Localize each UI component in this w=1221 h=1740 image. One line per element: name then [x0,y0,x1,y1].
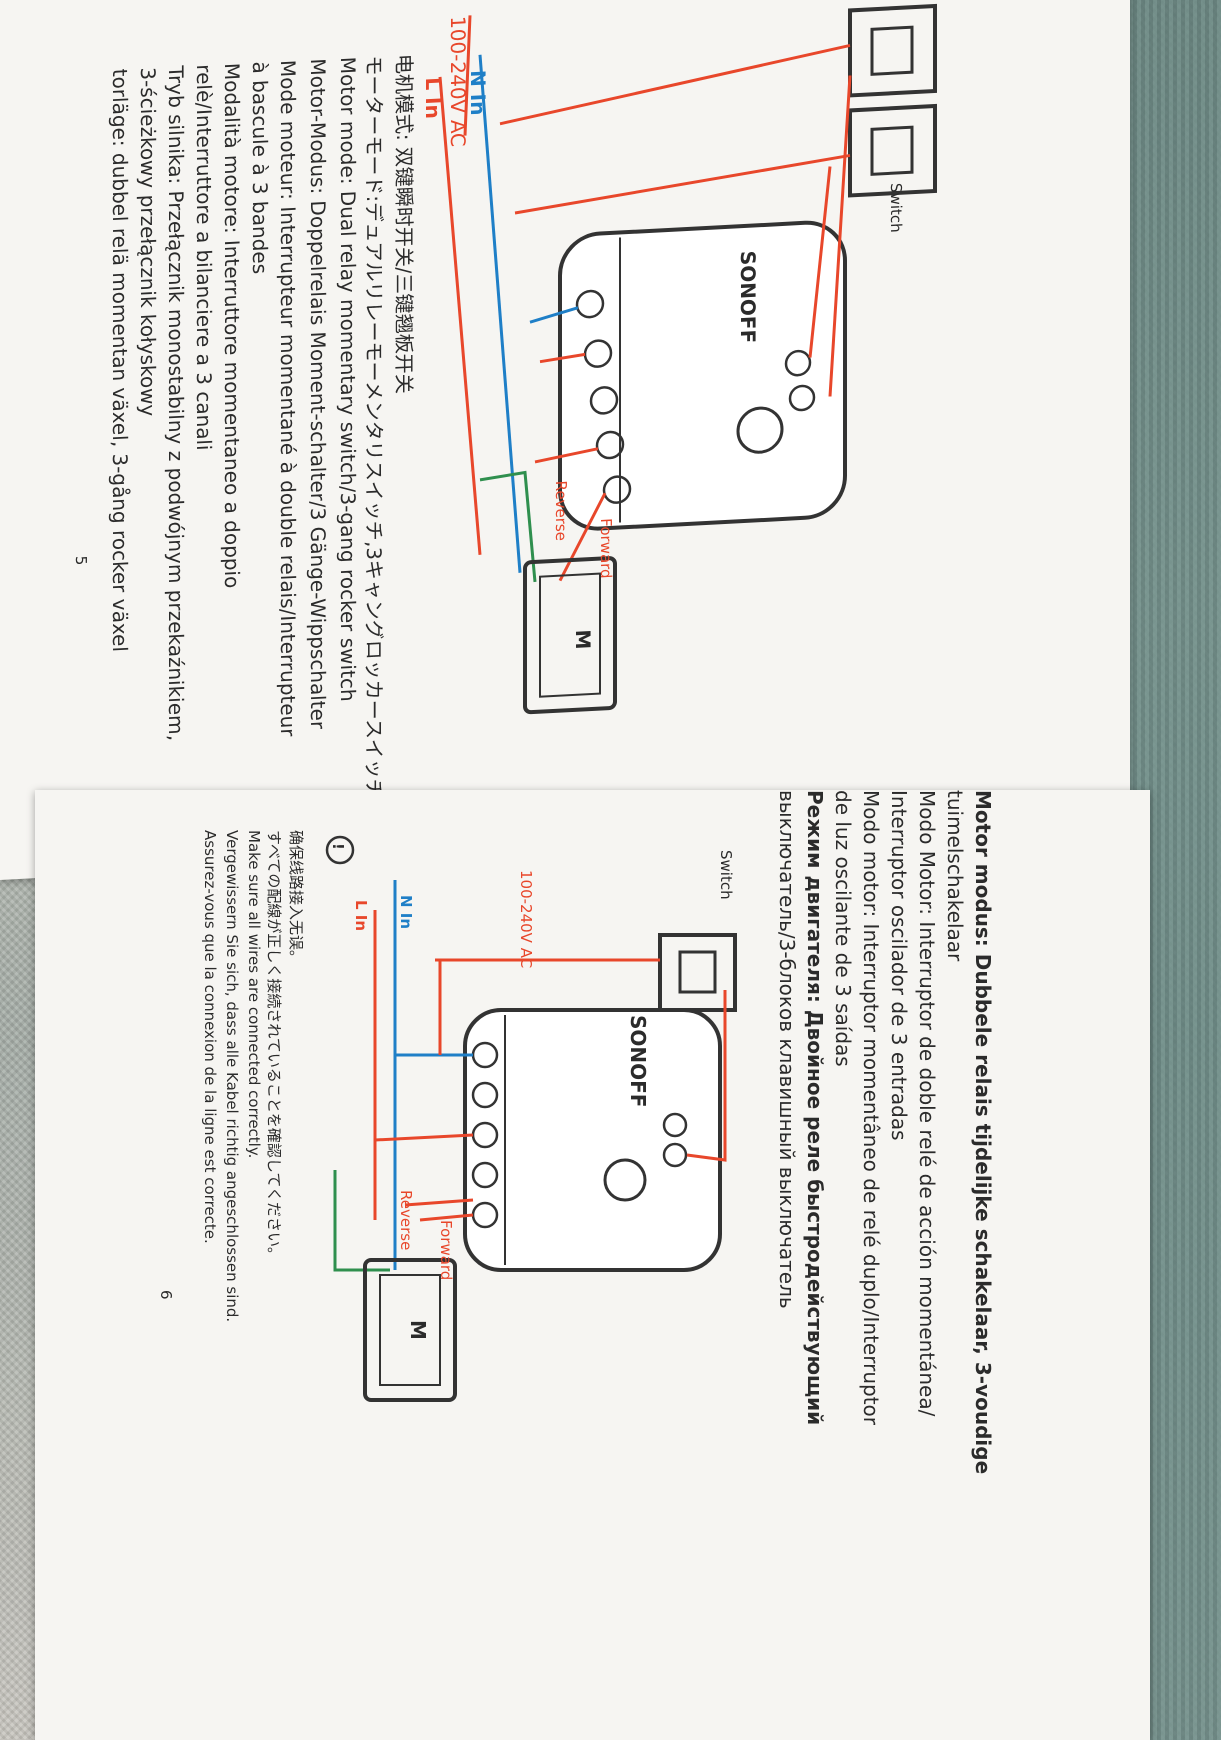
page-number: 6 [157,1290,175,1300]
note-ru: Режим двигателя: Двойное реле быстродейс… [803,790,827,1426]
brand-logo: SONOFF [736,250,760,344]
note-pt: Modo motor: Interruptor momentâneo de re… [859,790,883,1425]
motor [363,1258,457,1402]
mode-line-5: Mode moteur: Interrupteur momentané à do… [276,59,300,738]
note-nl: Motor modus: Dubbele relais tijdelijke s… [971,790,995,1475]
n-in-label: N In [397,895,415,930]
switch-label: Switch [887,182,905,234]
warning-icon [325,835,355,865]
wiring-note-ja: すべての配線が正しく接続されていることを確認してください。 [265,830,283,1263]
switch-2 [848,103,937,198]
mode-line-1: 电机模式: 双键瞬时开关/三键翘板开关 [392,53,416,395]
reverse-label: Reverse [397,1190,415,1251]
wiring-diagram-bottom [325,835,737,1402]
mode-line-3: Motor mode: Dual relay momentary switch/… [336,56,360,703]
note-es: Modo Motor: Interruptor de doble relé de… [915,790,939,1417]
switch-label: Switch [717,850,735,900]
voltage-label: 100-240V AC [517,870,535,969]
switch [658,933,737,1012]
note-pt-2: de luz oscilante de 3 saídas [831,790,855,1067]
wiring-note-de: Vergewissern Sie sich, dass alle Kabel r… [223,830,241,1323]
wiring-note-en: Make sure all wires are connected correc… [245,830,263,1159]
forward-label: Forward [597,517,615,580]
wiring-note-fr: Assurez-vous que la connexion de la lign… [201,830,219,1244]
mode-line-6: à bascule à 3 bandes [248,60,272,275]
l-in-label: L In [421,76,445,120]
brand-logo: SONOFF [626,1015,650,1108]
mode-line-11: torläge: dubbel relä momentan växel, 3-g… [108,68,132,653]
reverse-label: Reverse [552,480,570,542]
n-in-label: N In [466,69,490,116]
manual-page-6: Motor modus: Dubbele relais tijdelijke s… [35,790,1150,1740]
switch-1 [848,3,937,98]
manual-page-5: 100-240V AC N In L In Switch vitch SONOF… [0,0,1130,880]
l-in-label: L In [352,900,370,932]
terminal-screws [575,289,816,504]
note-ru-2: выключатель/3-блоков клавишный выключате… [775,790,799,1309]
mode-line-2: モーターモード:デュアルリレーモーメンタリスイッチ,3キャングロッカースイッチ [362,54,386,800]
mode-line-10: 3-ścieżkowy przełącznik kołyskowy [136,66,160,417]
wiring-diagram-top [438,3,937,715]
mode-line-9: Tryb silnika: Przełącznik monostabilny z… [164,65,188,742]
wiring-note-zh: 确保线路接入无误。 [287,830,305,966]
sonoff-module [463,1008,722,1272]
sonoff-module [558,220,847,531]
warning-symbol: ! [329,843,347,850]
motor-label: M [571,628,595,650]
forward-label: Forward [437,1220,455,1281]
note-es-2: Interruptor oscilador de 3 entradas [887,790,911,1141]
motor-label: M [406,1320,430,1340]
mode-line-8: relè/Interruttore a bilanciere a 3 canal… [192,63,216,452]
mode-line-7: Modalità motore: Interruttore momentaneo… [220,62,244,589]
motor [523,556,617,715]
mode-line-4: Motor-Modus: Doppelrelais Moment-schalte… [306,57,330,730]
page-number: 5 [72,555,90,566]
note-nl-2: tuimelschakelaar [943,790,967,962]
